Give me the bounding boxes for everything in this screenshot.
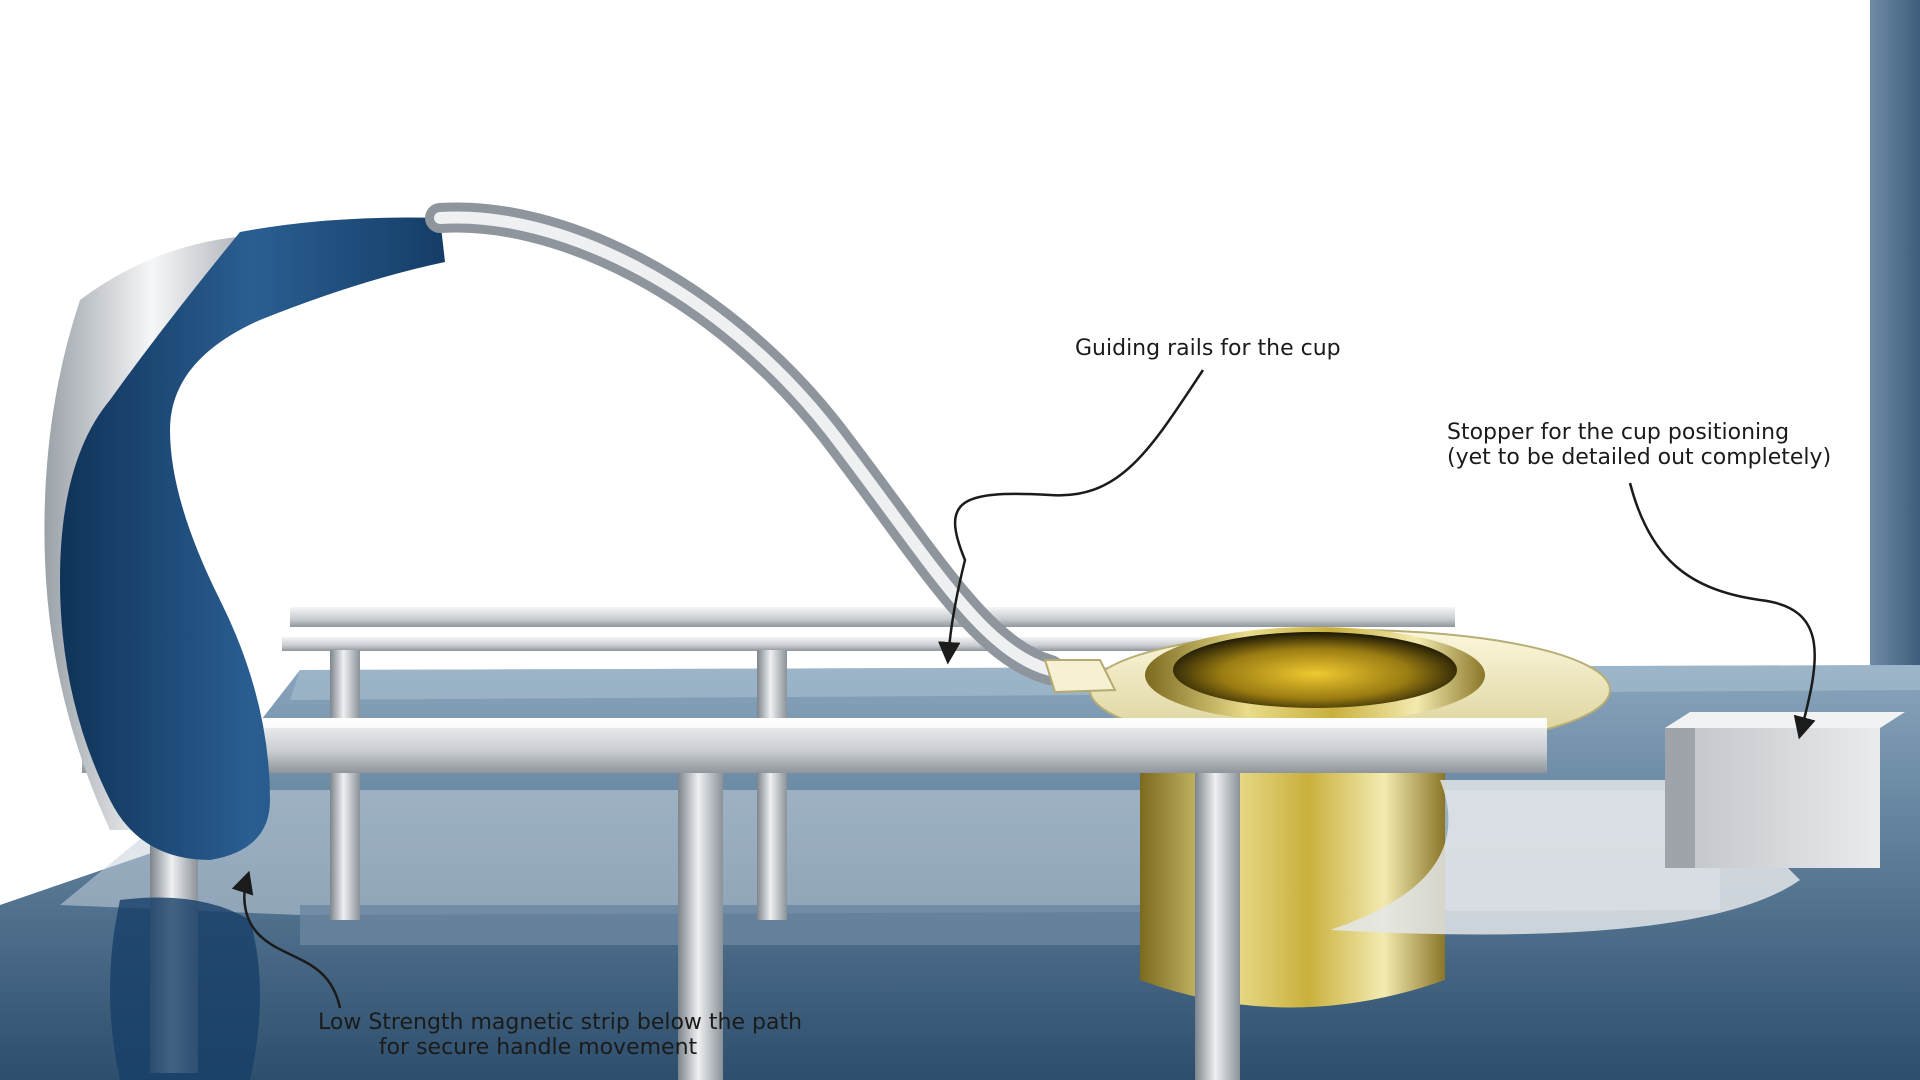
annotation-stopper-line1: Stopper for the cup positioning (1447, 420, 1790, 445)
back-rail-lower (282, 637, 1452, 651)
front-rail-top (82, 718, 1547, 728)
handle-arm-highlight (434, 211, 1056, 676)
annotation-stopper: Stopper for the cup positioning (yet to … (1447, 420, 1831, 470)
arrow-magnetic-strip (231, 870, 342, 1009)
arm-bracket (1043, 659, 1117, 694)
handle-grip (60, 217, 445, 861)
lower-bar (300, 905, 1300, 945)
annotation-magnetic-strip-line1: Low Strength magnetic strip below the pa… (318, 1010, 803, 1035)
post-front-mid (678, 773, 723, 1080)
post-front-right (1195, 773, 1240, 1080)
annotation-guiding-rails-line1: Guiding rails for the cup (1075, 336, 1341, 361)
handle-reflection (110, 897, 260, 1080)
annotation-magnetic-strip-line2: for secure handle movement (378, 1035, 698, 1060)
arrow-stopper (1628, 482, 1816, 740)
stopper-block-side (1665, 728, 1695, 868)
stopper-block (1665, 728, 1880, 868)
post-back-left (330, 650, 360, 920)
annotation-stopper-line2: (yet to be detailed out completely) (1447, 445, 1832, 470)
back-rail-top (290, 607, 1455, 627)
arrow-guiding-rails (937, 369, 1205, 665)
stopper-block-top (1665, 712, 1905, 728)
annotation-guiding-rails: Guiding rails for the cup (1075, 336, 1341, 361)
post-back-mid (757, 650, 787, 920)
backdrop-wall (1870, 0, 1920, 720)
cup-opening (1173, 632, 1457, 708)
annotation-magnetic-strip: Low Strength magnetic strip below the pa… (318, 1010, 803, 1060)
